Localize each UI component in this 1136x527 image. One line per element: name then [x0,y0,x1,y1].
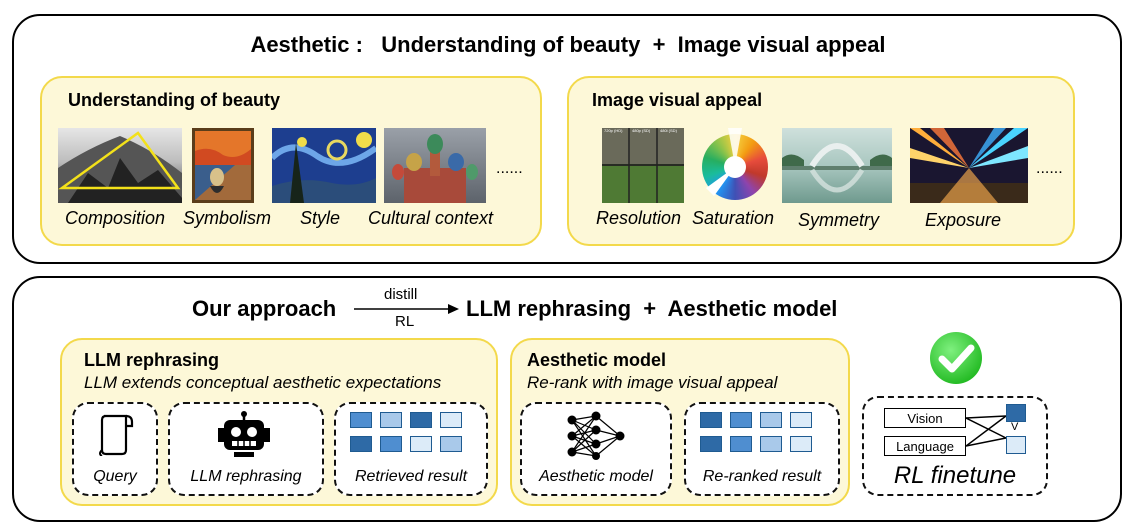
scroll-icon [99,414,134,456]
beauty-caption-style: Style [300,208,341,228]
res-label-480p: 480p (SD) [632,128,651,133]
reranked-square [760,412,782,428]
reranked-square [730,412,752,428]
retrieved-square [440,436,462,452]
symmetry-image [782,128,892,203]
rl-comparison-v: V [1011,421,1019,433]
style-image [272,128,376,203]
approach-title-right: LLM rephrasing + Aesthetic model [466,296,838,321]
arrow-label-rl: RL [395,313,415,330]
symbolism-image [192,128,254,203]
beauty-caption-symbolism: Symbolism [183,208,272,228]
aesthetic-title: Aesthetic : Understanding of beauty + Im… [250,32,886,57]
rl-output-square-dark [1006,404,1026,422]
retrieved-square [410,436,432,452]
appeal-caption-exposure: Exposure [925,210,1002,230]
reranked-square [700,412,722,428]
composition-image [58,128,182,203]
reranked-square [700,436,722,452]
query-box [72,402,158,496]
rl-output-square-pale [1006,436,1026,454]
saturation-color-wheel [700,128,772,203]
cultural-context-image [384,128,486,203]
reranked-square [790,436,812,452]
query-caption: Query [93,468,137,485]
re-ranked-result-caption: Re-ranked result [702,468,822,485]
retrieved-square [350,412,372,428]
retrieved-square [350,436,372,452]
appeal-more-ellipsis: ...... [1036,160,1063,177]
arrow-label-distill: distill [384,286,418,303]
neural-network-icon [567,411,625,460]
reranked-square [730,436,752,452]
check-icon [930,332,982,384]
cross-connection-lines [966,415,1007,447]
language-box: Language [884,436,966,456]
retrieved-square [440,412,462,428]
retrieved-result-caption: Retrieved result [354,468,468,485]
beauty-caption-composition: Composition [65,208,166,228]
llm-rephrasing-subtitle: LLM extends conceptual aesthetic expecta… [84,373,442,392]
llm-rephrasing-heading: LLM rephrasing [84,350,220,370]
beauty-caption-cultural-context: Cultural context [368,208,494,228]
understanding-of-beauty-heading: Understanding of beauty [68,90,281,110]
retrieved-square [380,412,402,428]
res-label-480i: 480i (SD) [660,128,677,133]
resolution-image: 720p (HD) 480p (SD) 480i (SD) [602,128,684,203]
aesthetic-model-subtitle: Re-rank with image visual appeal [527,373,778,392]
distill-rl-arrow [354,304,459,314]
retrieved-square [410,412,432,428]
approach-title-left: Our approach [192,296,337,321]
exposure-image [910,128,1028,203]
appeal-caption-symmetry: Symmetry [798,210,879,230]
appeal-caption-resolution: Resolution [596,208,682,228]
image-visual-appeal-heading: Image visual appeal [592,90,763,110]
robot-icon [218,411,270,457]
beauty-more-ellipsis: ...... [496,160,523,177]
rl-finetune-caption: RL finetune [893,462,1017,489]
appeal-caption-saturation: Saturation [692,208,775,228]
res-label-720p: 720p (HD) [604,128,623,133]
reranked-square [790,412,812,428]
aesthetic-model-heading: Aesthetic model [527,350,667,370]
aesthetic-model-caption: Aesthetic model [539,468,653,485]
retrieved-square [380,436,402,452]
llm-rephrasing-caption: LLM rephrasing [190,468,302,485]
reranked-square [760,436,782,452]
vision-box: Vision [884,408,966,428]
